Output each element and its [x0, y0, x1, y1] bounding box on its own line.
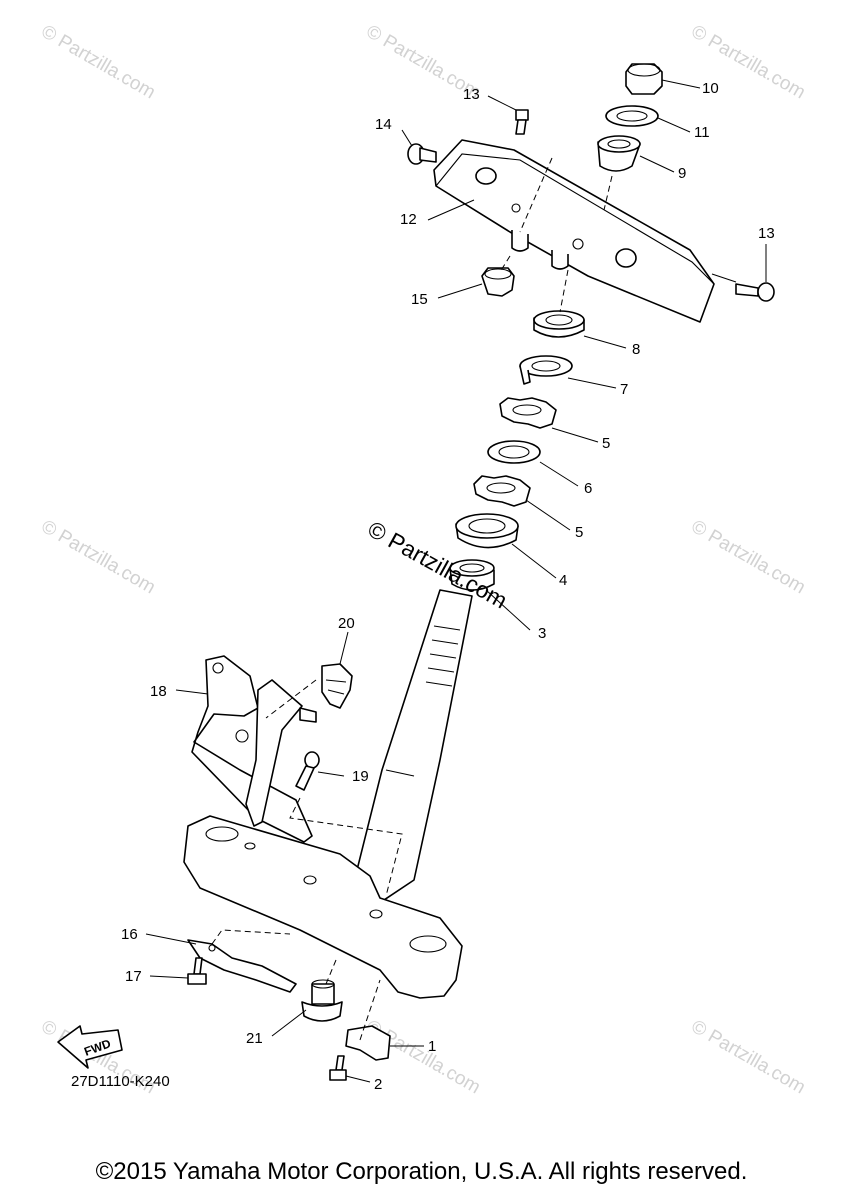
part-19-bolt[interactable]: [295, 751, 320, 791]
part-17-bolt[interactable]: [187, 957, 207, 985]
watermark: © Partzilla.com: [38, 21, 159, 103]
watermark: © Partzilla.com: [38, 516, 159, 598]
copyright-footer: ©2015 Yamaha Motor Corporation, U.S.A. A…: [95, 1158, 748, 1185]
callout-19[interactable]: 19: [352, 768, 369, 785]
part-8-seal[interactable]: [533, 310, 585, 338]
leader-lines: [145, 79, 767, 1083]
steering-stem-shaft[interactable]: [349, 589, 473, 905]
callouts: 10 11 9 12 13 14 13 15 8 7 5 6 5 4 3 18 …: [121, 80, 775, 1093]
part-6-washer[interactable]: [487, 440, 541, 464]
part-10-cap-nut[interactable]: [625, 63, 663, 95]
callout-17[interactable]: 17: [125, 968, 142, 985]
part-20-clamp[interactable]: [321, 663, 353, 709]
part-5-ring-nut-upper[interactable]: [499, 397, 557, 429]
part-11-washer[interactable]: [605, 105, 659, 127]
part-5-ring-nut-lower[interactable]: [473, 475, 531, 507]
watermark: © Partzilla.com: [688, 516, 809, 598]
callout-13-right[interactable]: 13: [758, 225, 775, 242]
callout-4[interactable]: 4: [559, 572, 567, 589]
callout-3[interactable]: 3: [538, 625, 546, 642]
callout-5-upper[interactable]: 5: [602, 435, 610, 452]
part-13-bolt-top[interactable]: [515, 109, 529, 135]
part-3-bearing[interactable]: [449, 559, 495, 591]
callout-2[interactable]: 2: [374, 1076, 382, 1093]
callout-11[interactable]: 11: [694, 124, 710, 141]
watermark: © Partzilla.com: [688, 1016, 809, 1098]
callout-18[interactable]: 18: [150, 683, 167, 700]
part-12-upper-bracket[interactable]: [433, 139, 715, 323]
part-2-screw[interactable]: [329, 1055, 347, 1081]
part-18-bracket[interactable]: [191, 655, 317, 843]
callout-5-lower[interactable]: 5: [575, 524, 583, 541]
part-21-collar[interactable]: [301, 979, 343, 1022]
part-9-collar[interactable]: [597, 135, 641, 172]
drawing-code: 27D1110-K240: [71, 1073, 170, 1090]
part-4-bearing[interactable]: [455, 513, 519, 549]
callout-21[interactable]: 21: [246, 1030, 263, 1047]
callout-15[interactable]: 15: [411, 291, 428, 308]
callout-16[interactable]: 16: [121, 926, 138, 943]
part-7-lock-washer[interactable]: [519, 355, 573, 385]
callout-12[interactable]: 12: [400, 211, 417, 228]
part-16-plate[interactable]: [187, 939, 297, 993]
part-13-bolt-right[interactable]: [735, 282, 775, 302]
callout-7[interactable]: 7: [620, 381, 628, 398]
callout-20[interactable]: 20: [338, 615, 355, 632]
callout-10[interactable]: 10: [702, 80, 719, 97]
callout-1[interactable]: 1: [428, 1038, 436, 1055]
callout-9[interactable]: 9: [678, 165, 686, 182]
callout-14[interactable]: 14: [375, 116, 392, 133]
fwd-arrow-icon: FWD: [57, 1025, 123, 1069]
callout-8[interactable]: 8: [632, 341, 640, 358]
callout-13-top[interactable]: 13: [463, 86, 480, 103]
part-15-nut[interactable]: [481, 267, 515, 297]
lower-bracket[interactable]: [183, 815, 463, 999]
part-1-clip[interactable]: [345, 1025, 391, 1061]
assembly-lines: [211, 175, 613, 1041]
callout-6[interactable]: 6: [584, 480, 592, 497]
part-14-bolt[interactable]: [407, 143, 437, 165]
